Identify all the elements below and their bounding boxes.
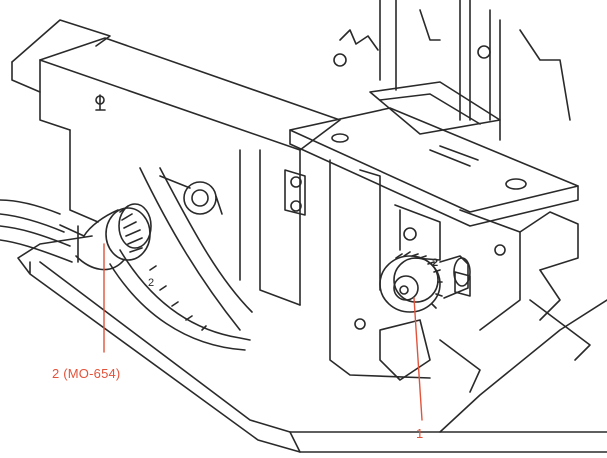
- dial-mark-right: 2: [432, 257, 438, 269]
- base-plate: [17, 235, 607, 453]
- crescent-arm: [109, 167, 253, 351]
- right-housing: [329, 159, 579, 393]
- operator-hand: [0, 199, 73, 263]
- callout-left-knob: 2 (MO-654): [52, 366, 121, 381]
- dial-mark-left: 2: [148, 277, 154, 289]
- right-adjusting-knob: [379, 251, 471, 313]
- needle-plate: [289, 107, 579, 227]
- callout-right-knob: 1: [416, 426, 424, 441]
- leader-lines: [103, 243, 423, 421]
- left-housing: [11, 19, 341, 306]
- dial-scale: [149, 265, 207, 331]
- left-adjusting-knob: [59, 203, 152, 271]
- needle-area: [333, 0, 571, 141]
- leader-line-right: [413, 297, 423, 421]
